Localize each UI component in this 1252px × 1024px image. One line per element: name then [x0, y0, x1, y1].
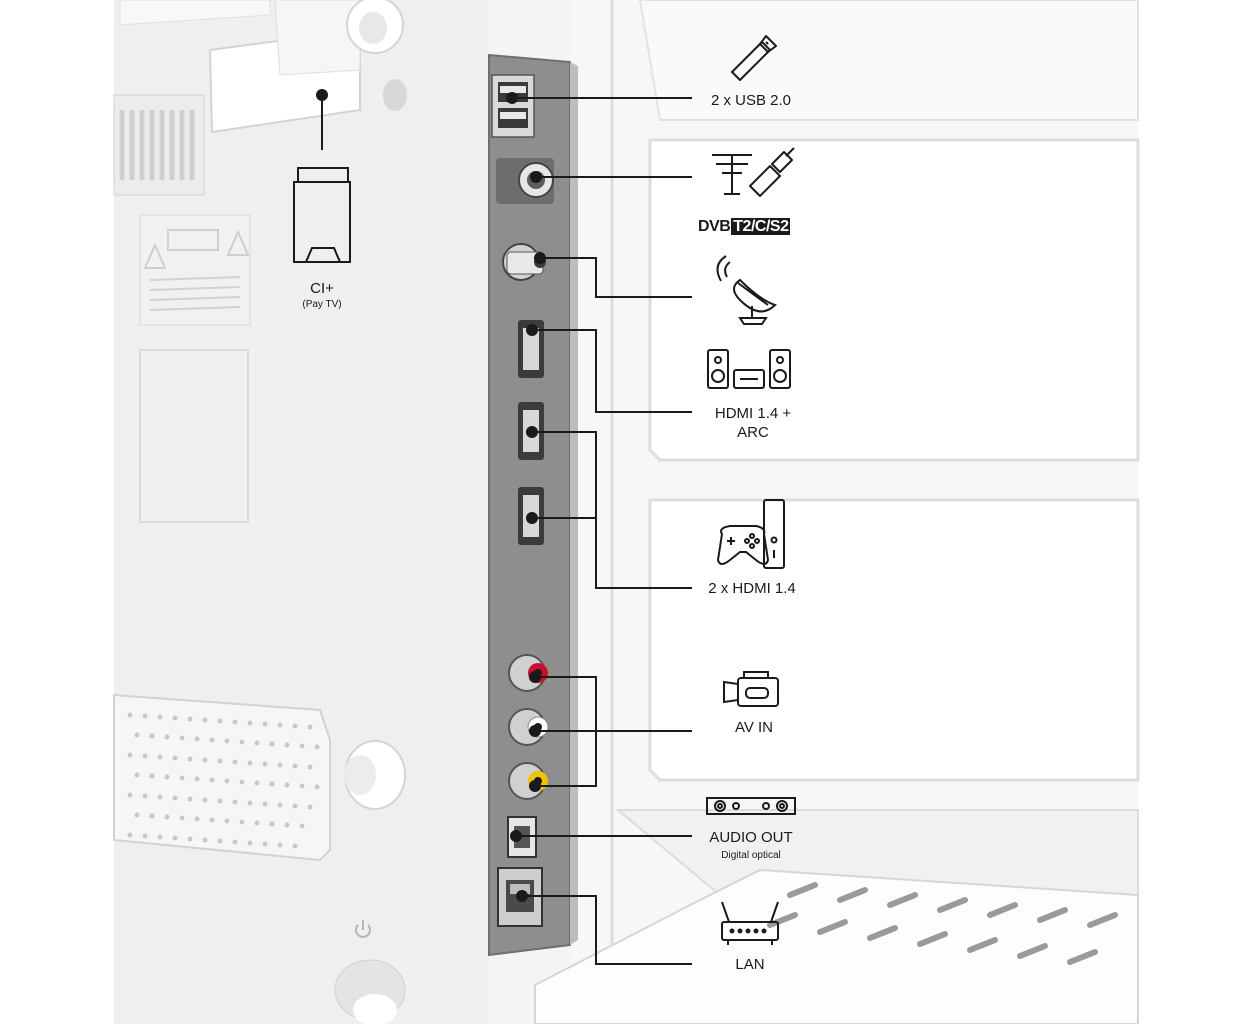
home-theater-icon [707, 349, 791, 389]
usb-stick-icon [731, 35, 777, 81]
usb-ports [491, 74, 535, 138]
foot-vent-slots [767, 882, 1118, 965]
blank-plate [139, 349, 249, 523]
label-av-in: AV IN [734, 719, 774, 736]
label-usb: 2 x USB 2.0 [710, 92, 792, 109]
top-vent-grille [113, 94, 205, 196]
label-ci: CI+ [310, 280, 334, 297]
antenna-icon [712, 154, 752, 195]
speaker-grille [113, 693, 331, 862]
callout-dots [316, 89, 546, 902]
power-symbol [355, 920, 371, 938]
coax-plug-icon [749, 147, 795, 197]
label-hdmi-arc-line2: ARC [737, 424, 769, 441]
ci-card-icon [293, 167, 351, 263]
connector-panel [488, 53, 578, 957]
label-audio-out: AUDIO OUT [709, 829, 793, 846]
tv-rear-body [113, 0, 1140, 1024]
dvb-brand: DVB [698, 218, 731, 235]
label-hdmi: 2 x HDMI 1.4 [708, 580, 796, 597]
caution-label [139, 214, 251, 326]
label-audio-out-sub: Digital optical [721, 850, 781, 861]
optical-audio-icon [706, 797, 796, 815]
console-icon [763, 499, 785, 569]
label-lan: LAN [735, 956, 765, 973]
callout-lines [321, 95, 692, 965]
game-controller-icon [716, 525, 770, 565]
label-ci-sub: (Pay TV) [302, 299, 342, 310]
router-icon [721, 901, 779, 945]
label-hdmi-arc-line1: HDMI 1.4 + [714, 405, 792, 422]
wall-mount-bosses [334, 0, 407, 1024]
dvb-standards: T2/C/S2 [731, 218, 791, 235]
satellite-dish-icon [716, 255, 777, 325]
antenna-port [496, 158, 554, 204]
camcorder-icon [723, 671, 779, 707]
